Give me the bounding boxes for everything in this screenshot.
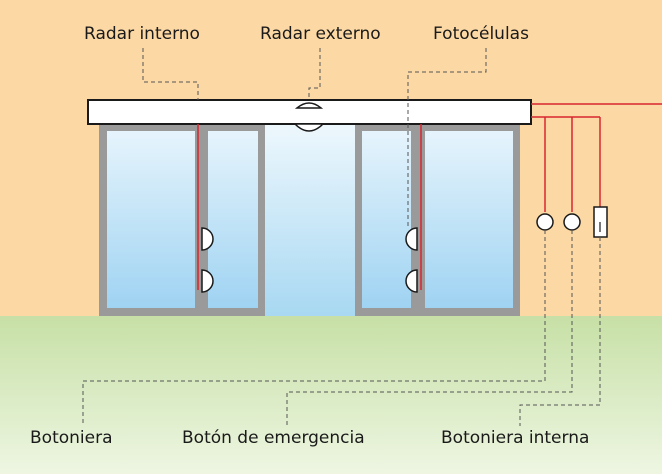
control-wiring xyxy=(531,103,662,212)
label-radar-externo: Radar externo xyxy=(260,24,381,44)
center-opening xyxy=(265,122,355,316)
label-fotocelulas: Fotocélulas xyxy=(433,24,529,44)
photocell-right-top-icon xyxy=(405,227,418,251)
label-radar-interno: Radar interno xyxy=(84,24,200,44)
photocell-left-top-icon xyxy=(201,227,214,251)
boton-emergencia-icon xyxy=(563,213,581,231)
radar-externo-icon xyxy=(293,123,325,132)
label-botoniera-interna: Botoniera interna xyxy=(441,428,590,448)
photocell-left-bottom-icon xyxy=(201,269,214,293)
floor xyxy=(0,316,662,474)
botoniera-button-icon xyxy=(536,213,554,231)
left-fixed-panel xyxy=(99,122,202,316)
label-botoniera: Botoniera xyxy=(30,428,113,448)
door-header xyxy=(87,99,532,125)
right-fixed-panel xyxy=(417,122,520,316)
photocell-right-bottom-icon xyxy=(405,269,418,293)
right-sliding-leaf xyxy=(355,122,417,316)
leader-lines xyxy=(82,48,601,426)
label-boton-emergencia: Botón de emergencia xyxy=(182,428,365,448)
